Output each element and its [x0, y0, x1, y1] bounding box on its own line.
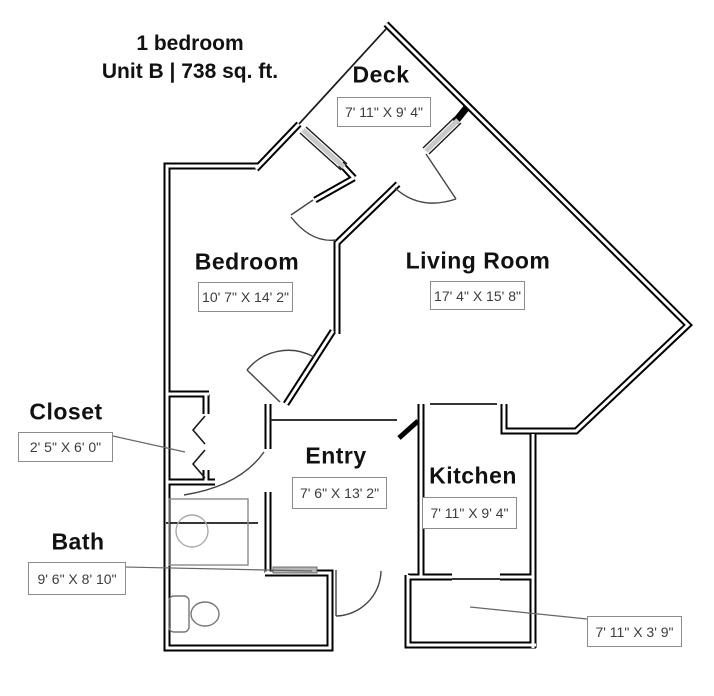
dimension-box-kitchen: 7' 11" X 9' 4" [422, 497, 517, 529]
wall-hallway-living [333, 181, 401, 334]
thin-lines-layer [166, 28, 500, 580]
vanity-counter [168, 498, 249, 566]
room-label-living-room: Living Room [405, 247, 551, 274]
room-label-deck: Deck [352, 61, 410, 88]
plan-title-line1: 1 bedroom [136, 32, 244, 55]
dimension-box-deck: 7' 11" X 9' 4" [337, 97, 431, 127]
bathroom-fixtures [168, 498, 249, 633]
leader-lines [112, 435, 588, 620]
wall-cores [165, 22, 691, 650]
deck-open-edge [298, 28, 387, 125]
wall-exterior-right [383, 21, 694, 435]
bedroom-door-swing [246, 349, 315, 403]
bedroom-window [301, 128, 346, 169]
wall-exterior-left [163, 162, 334, 652]
plan-title: 1 bedroom Unit B | 738 sq. ft. [55, 30, 325, 86]
closet-leader-line [112, 435, 186, 453]
room-label-bath: Bath [51, 528, 105, 555]
toilet-bowl-icon [190, 601, 220, 627]
windows-layer [272, 116, 462, 574]
wall-entry-notch [397, 419, 420, 440]
dimension-box-entry: 7' 6" X 13' 2" [292, 477, 387, 509]
bath-leader-line [124, 566, 313, 572]
dimension-box-closet: 2' 5" X 6' 0" [18, 432, 113, 462]
room-label-entry: Entry [305, 442, 367, 469]
room-label-closet: Closet [29, 398, 103, 425]
room-label-kitchen: Kitchen [429, 462, 517, 489]
wall-closet [166, 390, 215, 486]
plan-title-line2: Unit B | 738 sq. ft. [101, 60, 279, 83]
dimension-box-storage: 7' 11" X 3' 9" [587, 616, 682, 647]
storage-leader-line [469, 606, 588, 620]
dimension-box-bath: 9' 6" X 8' 10" [28, 562, 126, 595]
toilet-tank-icon [168, 595, 190, 633]
doors-layer [183, 153, 457, 617]
deck-sliding-door [424, 118, 460, 153]
dimension-box-living-room: 17' 4" X 15' 8" [430, 281, 525, 310]
closet-bifold-doors [191, 415, 206, 479]
sink-icon [175, 514, 209, 548]
room-label-bedroom: Bedroom [194, 248, 300, 275]
dimension-box-bedroom: 10' 7" X 14' 2" [198, 282, 293, 312]
bedroom-deck-door-swing [290, 199, 337, 241]
bath-door-swing [183, 451, 265, 496]
front-door-swing [335, 570, 382, 617]
deck-door-swing [394, 153, 457, 204]
